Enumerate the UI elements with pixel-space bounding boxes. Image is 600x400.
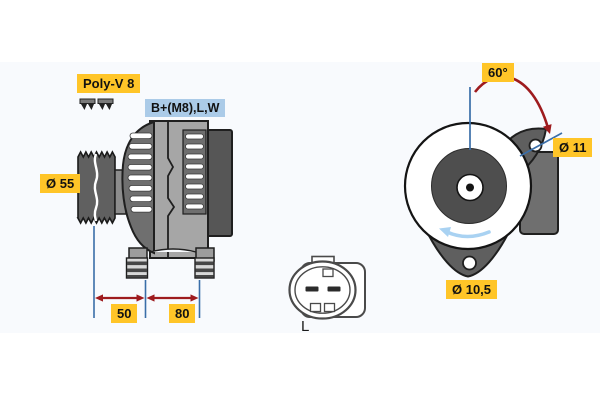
connector-pins bbox=[305, 286, 341, 292]
mount-angle-tag: 60° bbox=[482, 63, 514, 82]
shaft-center-dot bbox=[466, 183, 474, 192]
connector-outer-oval bbox=[288, 260, 357, 320]
cooling-slots-front bbox=[127, 132, 153, 213]
connector-inner-oval bbox=[294, 266, 351, 314]
dimension-arrow-icon bbox=[95, 294, 199, 302]
alternator-body bbox=[121, 120, 233, 279]
connector-pin-label: L bbox=[301, 318, 310, 335]
hole-top-diameter-tag: Ø 11 bbox=[553, 138, 593, 157]
dimension-lines bbox=[93, 226, 201, 318]
leg-arch bbox=[149, 248, 197, 253]
pulley-break-line bbox=[93, 153, 99, 222]
angle-reference-lines bbox=[469, 87, 563, 157]
hole-bottom-diameter-tag: Ø 10,5 bbox=[446, 280, 498, 299]
pulley bbox=[76, 150, 116, 225]
belt-type-tag: Poly-V 8 bbox=[77, 74, 141, 93]
alternator-front-view bbox=[403, 75, 563, 278]
connector-key-top bbox=[322, 268, 334, 278]
mounting-hole-bottom bbox=[462, 255, 477, 271]
connector-keys-bottom bbox=[309, 302, 336, 313]
cooling-slots-rear bbox=[182, 129, 207, 215]
connector-diagram bbox=[288, 255, 366, 320]
terminals-tag: B+(M8),L,W bbox=[145, 99, 226, 117]
rear-housing bbox=[205, 129, 233, 237]
rotation-direction-arrow-icon bbox=[439, 227, 491, 239]
dimension-50-tag: 50 bbox=[111, 304, 138, 323]
housing-seam bbox=[167, 122, 176, 258]
dimension-80-tag: 80 bbox=[169, 304, 196, 323]
belt-profile-icon bbox=[79, 98, 114, 110]
alternator-side-view bbox=[76, 98, 233, 318]
mounting-foot-front bbox=[125, 257, 149, 279]
mounting-foot-rear bbox=[194, 257, 215, 279]
pulley-diameter-tag: Ø 55 bbox=[40, 174, 81, 193]
